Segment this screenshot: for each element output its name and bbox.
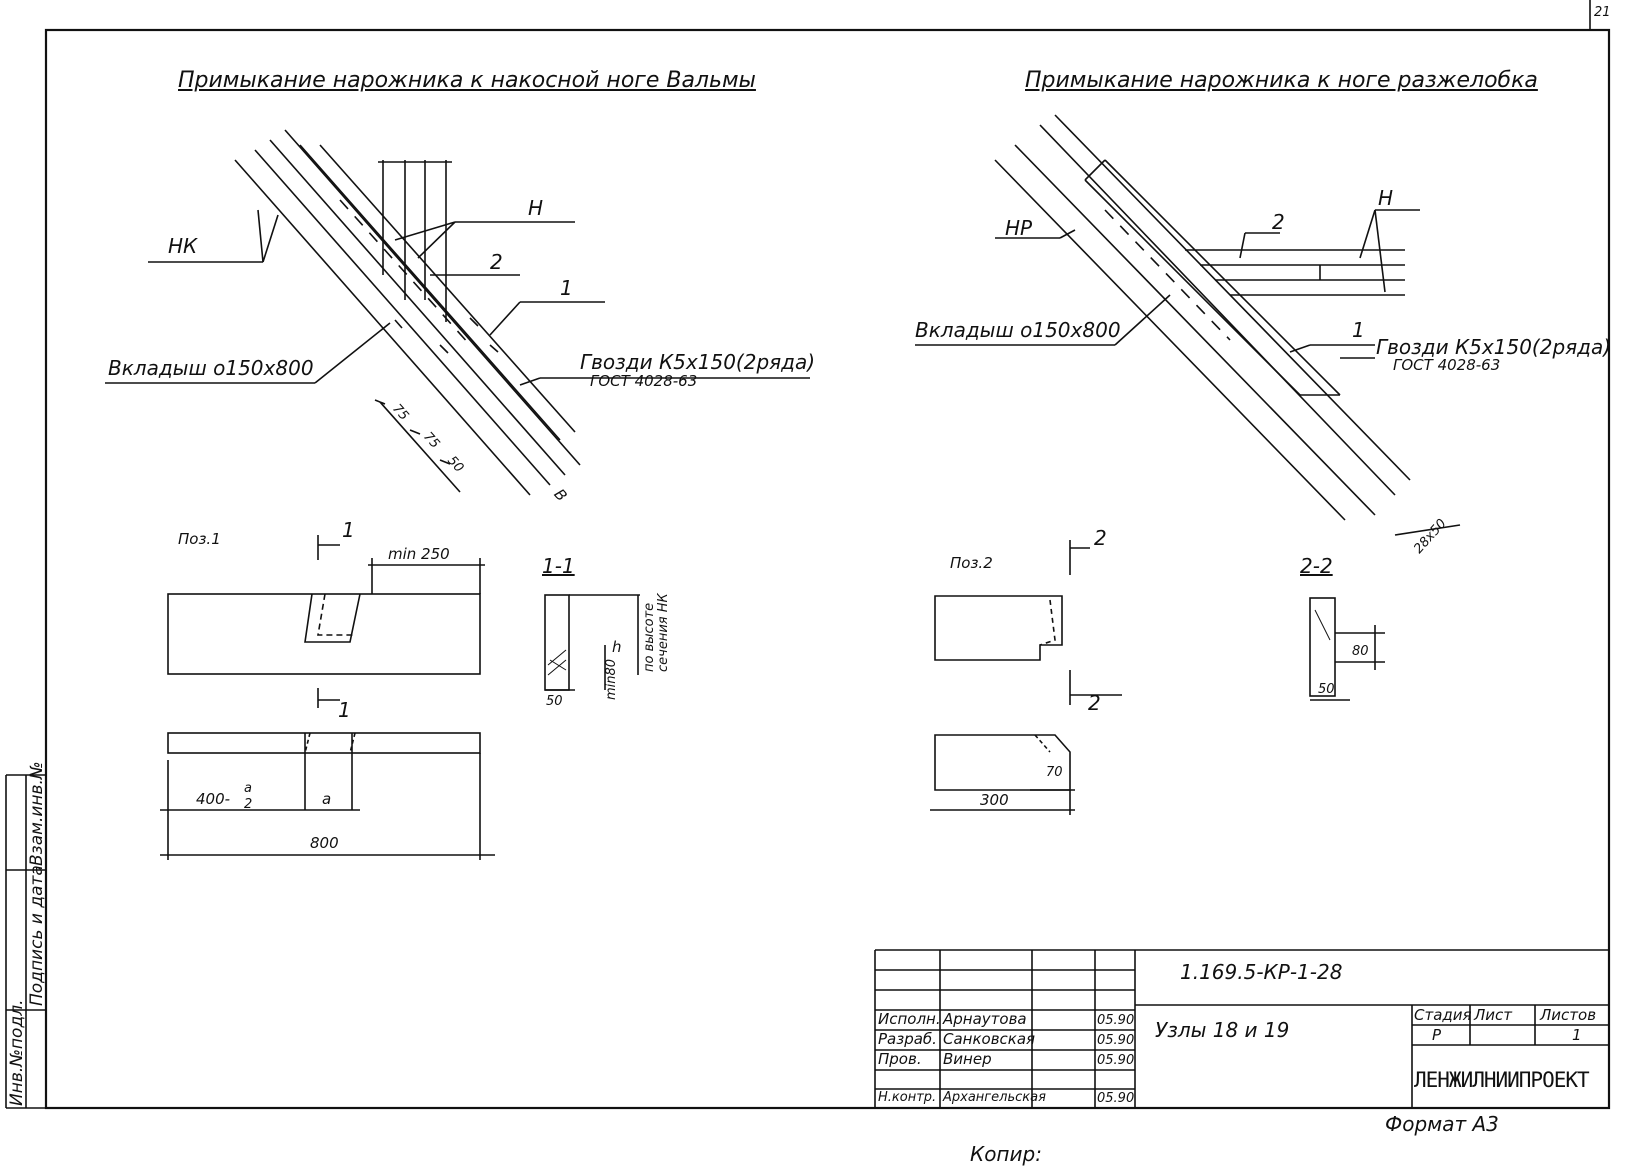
pos2-dim-80: 80 [1352,644,1369,659]
left-detail-title: Примыкание нарожника к накосной ноге Вал… [178,68,756,93]
label-hp: НР [1005,216,1033,240]
pos1-note2: сечения НК [656,593,671,672]
tb-date-1: 05.90 [1097,1033,1135,1048]
tb-role-1: Разраб. [878,1030,937,1048]
pos1-dim-a: a [322,790,332,808]
pos2-dim-70: 70 [1046,765,1063,780]
pos2-dim-50: 50 [1318,682,1335,697]
pos1-frac-den: 2 [244,797,253,812]
tb-role-0: Исполн. [878,1010,941,1028]
tb-date-0: 05.90 [1097,1013,1135,1028]
tb-date-2: 05.90 [1097,1053,1135,1068]
tb-name-2: Винер [943,1050,992,1068]
label-2-right: 2 [1272,210,1285,234]
label-gost-left: ГОСТ 4028-63 [590,372,698,390]
tb-stage: Р [1432,1026,1442,1044]
label-nails-right: Гвозди К5х150(2ряда) [1376,335,1612,359]
title-block-grid [874,949,1609,1108]
tb-sheet-hdr: Лист [1474,1006,1513,1024]
label-hk: НК [168,234,198,258]
stamp-inv: Инв.№подл. [7,999,27,1106]
tb-sheets-hdr: Листов [1540,1006,1597,1024]
pos1-dim-400: 400- [196,790,231,808]
tb-role-2: Пров. [878,1050,922,1068]
pos1-title: Поз.1 [178,530,221,548]
pos1-dim-800: 800 [310,834,339,852]
tb-date-3: 05.90 [1097,1091,1135,1106]
tb-name-0: Арнаутова [943,1010,1027,1028]
section-1-1: 1-1 [542,554,575,578]
right-detail-drawing [915,114,1461,536]
label-1-right: 1 [1352,318,1365,342]
pos1-frac-num: a [244,781,252,796]
label-h-left: Н [528,196,544,220]
pos1-drawing [160,535,640,860]
sheet-number: 21 [1594,5,1611,20]
doc-code: 1.169.5-КР-1-28 [1180,960,1343,984]
pos1-dim-50: 50 [546,694,563,709]
pos1-cut-bottom: 1 [338,698,351,722]
pos2-title: Поз.2 [950,554,993,572]
label-insert-left: Вкладыш о150х800 [108,356,314,380]
sheet-frame [5,0,1611,1110]
pos1-min80: min80 [604,658,619,700]
pos2-dim-300: 300 [980,791,1009,809]
pos2-drawing [930,540,1385,815]
section-2-2: 2-2 [1300,554,1333,578]
label-1-left: 1 [560,276,573,300]
left-detail-drawing [105,129,810,496]
pos1-min: min 250 [388,545,450,563]
tb-name-3: Архангельская [943,1090,1046,1105]
pos1-note1: по высоте [642,602,657,672]
stamp-replace: Взам.инв.№ [27,761,47,866]
copy-label: Копир: [970,1142,1042,1166]
pos2-cut-top: 2 [1094,526,1107,550]
format-label: Формат А3 [1385,1112,1499,1136]
tb-role-3: Н.контр. [878,1090,937,1105]
label-h-right: Н [1378,186,1394,210]
label-2-left: 2 [490,250,503,274]
stamp-sign: Подпись и дата [27,865,47,1006]
pos1-h: h [612,638,622,656]
doc-name: Узлы 18 и 19 [1155,1018,1290,1042]
label-insert-right: Вкладыш о150х800 [915,318,1121,342]
tb-stage-hdr: Стадия [1414,1006,1472,1024]
org-name: ЛЕНЖИЛНИИПРОЕКТ [1414,1068,1590,1092]
pos1-cut-top: 1 [342,518,355,542]
right-detail-title: Примыкание нарожника к ноге разжелобка [1025,68,1538,93]
tb-sheets: 1 [1572,1026,1582,1044]
label-nails-left: Гвозди К5х150(2ряда) [580,350,816,374]
tb-name-1: Санковская [943,1030,1036,1048]
label-gost-right: ГОСТ 4028-63 [1393,356,1501,374]
pos2-cut-bottom: 2 [1088,691,1101,715]
